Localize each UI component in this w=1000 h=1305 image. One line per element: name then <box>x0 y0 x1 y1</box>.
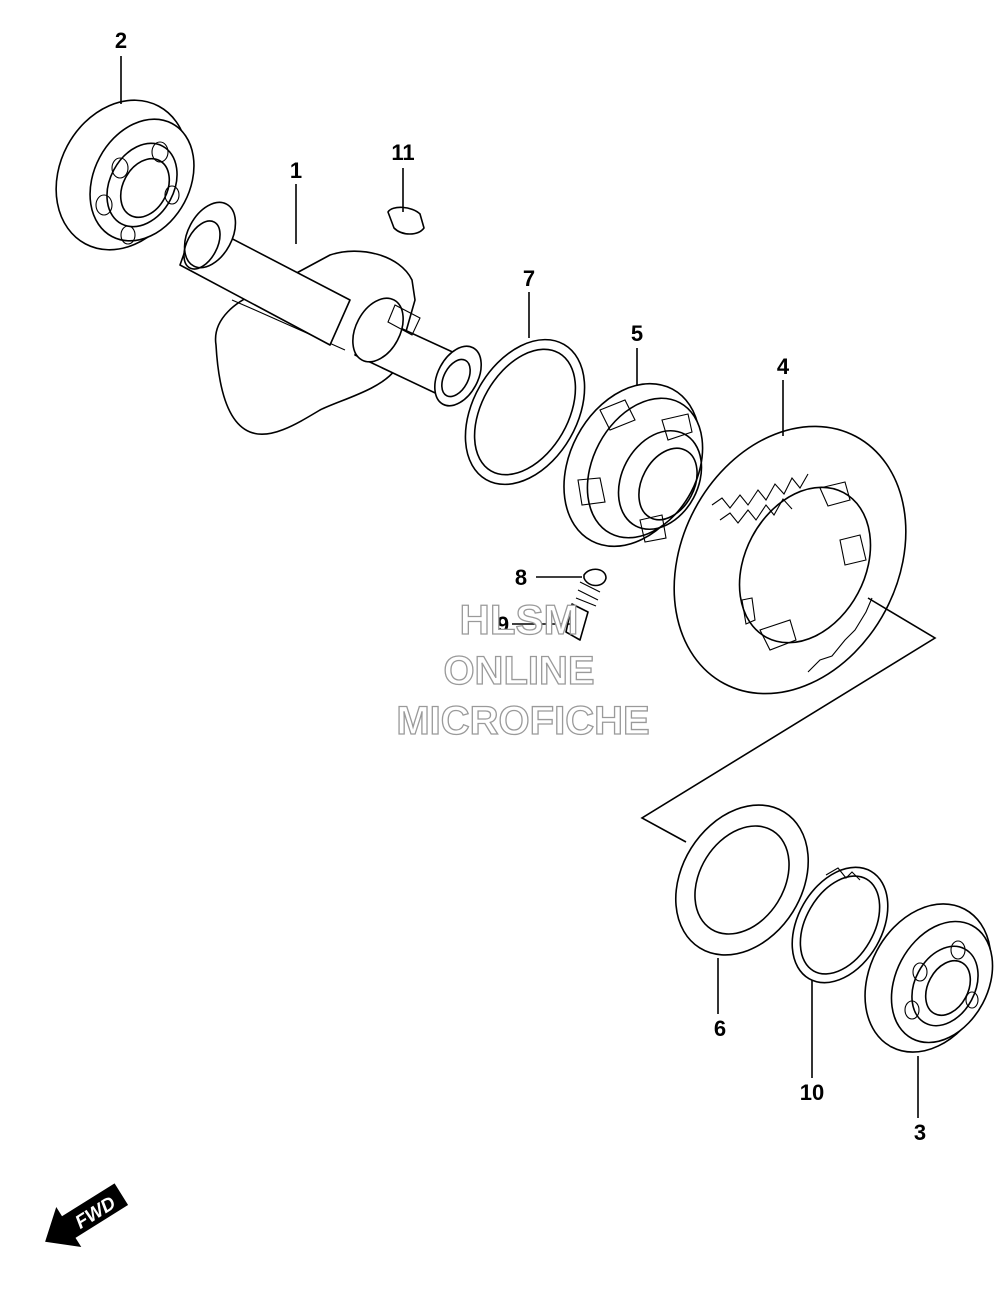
part-6-washer[interactable] <box>649 780 836 979</box>
part-5-damper-hub[interactable] <box>537 360 727 570</box>
part-7-o-ring[interactable] <box>441 318 609 505</box>
callout-5: 5 <box>631 321 643 346</box>
callout-10: 10 <box>800 1080 824 1105</box>
callout-8: 8 <box>515 565 527 590</box>
part-10-circlip[interactable] <box>773 850 908 999</box>
part-8-spring[interactable] <box>575 568 607 607</box>
leader-lines <box>120 56 919 1118</box>
part-3-bearing[interactable] <box>840 882 1000 1074</box>
callout-4: 4 <box>777 354 790 379</box>
callout-9: 9 <box>497 612 509 637</box>
fwd-arrow-icon: FWD <box>45 1183 129 1248</box>
callout-2: 2 <box>115 28 127 53</box>
assembly-axis-line <box>640 597 937 843</box>
part-4-driven-gear[interactable] <box>629 386 951 735</box>
part-9-pin[interactable] <box>565 603 589 641</box>
part-1-balancer-shaft[interactable] <box>174 194 491 435</box>
part-2-bearing[interactable] <box>31 77 215 273</box>
part-11-key[interactable] <box>387 206 425 235</box>
watermark-line-2: ONLINE <box>443 649 594 693</box>
watermark-line-1: HLSM <box>460 596 579 643</box>
callout-1: 1 <box>290 158 302 183</box>
watermark-line-3: MICROFICHE <box>396 699 649 743</box>
callout-11: 11 <box>391 140 414 165</box>
callout-6: 6 <box>714 1016 726 1041</box>
callout-3: 3 <box>914 1120 926 1145</box>
callout-7: 7 <box>523 266 535 291</box>
